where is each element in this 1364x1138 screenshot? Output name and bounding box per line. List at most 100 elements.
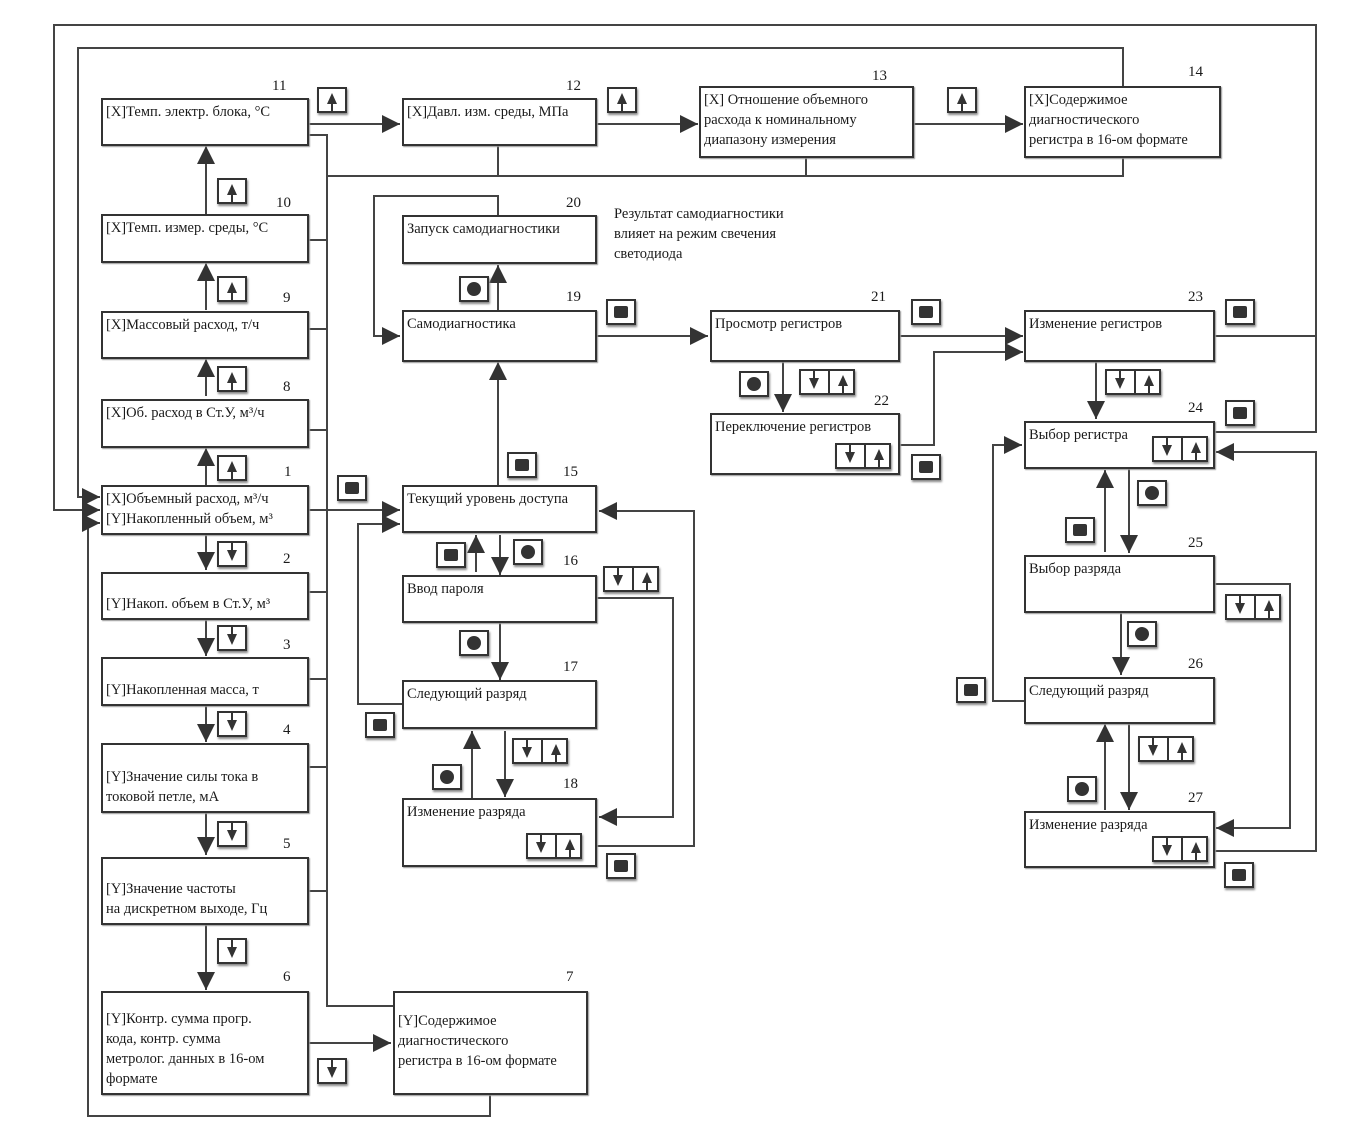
enter-key-icon [1225, 299, 1255, 325]
filled-square-icon [345, 482, 359, 494]
state-node-19: Самодиагностика [402, 310, 597, 362]
node-label: Выбор регистра [1029, 427, 1128, 443]
node-number: 16 [563, 553, 578, 569]
filled-square-icon [444, 549, 458, 561]
filled-circle-icon [1075, 782, 1089, 796]
node-number: 14 [1188, 64, 1203, 80]
select-key-icon [513, 539, 543, 565]
down-up-arrow-keys-icon [1105, 369, 1161, 395]
node-number: 13 [872, 68, 887, 84]
state-node-13: [X] Отношение объемного расхода к номина… [699, 86, 914, 158]
up-arrow-key-icon [317, 87, 347, 113]
state-node-2: [Y]Накоп. объем в Ст.У, м³ [101, 572, 309, 620]
node-number: 3 [283, 637, 291, 653]
down-up-arrow-keys-icon [835, 443, 891, 469]
state-node-23: Изменение регистров [1024, 310, 1215, 362]
state-node-4: [Y]Значение силы тока в токовой петле, м… [101, 743, 309, 813]
select-key-icon [1067, 776, 1097, 802]
node-number: 8 [283, 379, 291, 395]
node-number: 9 [283, 290, 291, 306]
node-label: [Y]Контр. сумма прогр. кода, контр. сумм… [106, 1011, 265, 1087]
filled-square-icon [919, 461, 933, 473]
down-arrow-key-icon [217, 711, 247, 737]
node-number: 15 [563, 464, 578, 480]
node-label: Текущий уровень доступа [407, 491, 569, 507]
node-label: Изменение разряда [407, 804, 526, 820]
state-node-20: Запуск самодиагностики [402, 215, 597, 264]
down-arrow-key-icon [217, 541, 247, 567]
wire-left-bus [308, 134, 393, 1007]
filled-square-icon [1233, 306, 1247, 318]
state-node-10: [X]Темп. измер. среды, °С [101, 214, 309, 263]
filled-square-icon [1073, 524, 1087, 536]
state-node-7: [Y]Содержимое диагностического регистра … [393, 991, 588, 1095]
filled-circle-icon [521, 545, 535, 559]
state-node-14: [X]Содержимое диагностического регистра … [1024, 86, 1221, 158]
state-node-5: [Y]Значение частоты на дискретном выходе… [101, 857, 309, 925]
up-arrow-key-icon [217, 178, 247, 204]
enter-key-icon [365, 712, 395, 738]
select-key-icon [1127, 621, 1157, 647]
node-label: [Y]Значение силы тока в токовой петле, м… [106, 769, 259, 805]
state-node-16: Ввод пароля [402, 575, 597, 623]
down-up-arrow-keys-icon [1152, 436, 1208, 462]
up-arrow-key-icon [607, 87, 637, 113]
node-number: 18 [563, 776, 578, 792]
node-label: [X]Массовый расход, т/ч [106, 317, 260, 333]
filled-square-icon [919, 306, 933, 318]
up-arrow-key-icon [217, 276, 247, 302]
enter-key-icon [1225, 400, 1255, 426]
state-node-3: [Y]Накопленная масса, т [101, 657, 309, 706]
filled-circle-icon [467, 282, 481, 296]
select-key-icon [459, 276, 489, 302]
node-label: [X] Отношение объемного расхода к номина… [704, 92, 868, 148]
down-up-arrow-keys-icon [1138, 736, 1194, 762]
select-key-icon [432, 764, 462, 790]
node-number: 5 [283, 836, 291, 852]
wire-outer-loop [53, 24, 1317, 519]
state-node-15: Текущий уровень доступа [402, 485, 597, 533]
state-node-6: [Y]Контр. сумма прогр. кода, контр. сумм… [101, 991, 309, 1095]
select-key-icon [1137, 480, 1167, 506]
filled-circle-icon [747, 377, 761, 391]
state-node-11: [X]Темп. электр. блока, °С [101, 98, 309, 146]
wire-bottom-loop [82, 514, 491, 1117]
filled-square-icon [373, 719, 387, 731]
down-up-arrow-keys-icon [526, 833, 582, 859]
filled-square-icon [614, 306, 628, 318]
self-diagnostics-note: Результат самодиагностики влияет на режи… [614, 206, 784, 262]
enter-key-icon [956, 677, 986, 703]
node-label: [X]Об. расход в Ст.У, м³/ч [106, 405, 265, 421]
down-up-arrow-keys-icon [603, 566, 659, 592]
down-up-arrow-keys-icon [1152, 836, 1208, 862]
filled-circle-icon [467, 636, 481, 650]
down-up-arrow-keys-icon [799, 369, 855, 395]
filled-circle-icon [440, 770, 454, 784]
enter-key-icon [337, 475, 367, 501]
filled-square-icon [1232, 869, 1246, 881]
node-number: 20 [566, 195, 581, 211]
node-number: 11 [272, 78, 287, 94]
state-node-26: Следующий разряд [1024, 677, 1215, 724]
node-label: [X]Темп. измер. среды, °С [106, 220, 269, 236]
node-label: Самодиагностика [407, 316, 516, 332]
up-arrow-key-icon [217, 366, 247, 392]
enter-key-icon [507, 452, 537, 478]
enter-key-icon [911, 299, 941, 325]
node-label: Просмотр регистров [715, 316, 843, 332]
node-label: [X]Давл. изм. среды, МПа [407, 104, 569, 120]
state-node-12: [X]Давл. изм. среды, МПа [402, 98, 597, 146]
node-number: 2 [283, 551, 291, 567]
state-node-9: [X]Массовый расход, т/ч [101, 311, 309, 359]
enter-key-icon [1224, 862, 1254, 888]
node-number: 10 [276, 195, 291, 211]
node-number: 7 [566, 969, 574, 985]
up-arrow-key-icon [947, 87, 977, 113]
node-number: 24 [1188, 400, 1203, 416]
node-number: 1 [284, 464, 292, 480]
enter-key-icon [1065, 517, 1095, 543]
node-label: Переключение регистров [715, 419, 872, 435]
node-number: 26 [1188, 656, 1203, 672]
select-key-icon [459, 630, 489, 656]
